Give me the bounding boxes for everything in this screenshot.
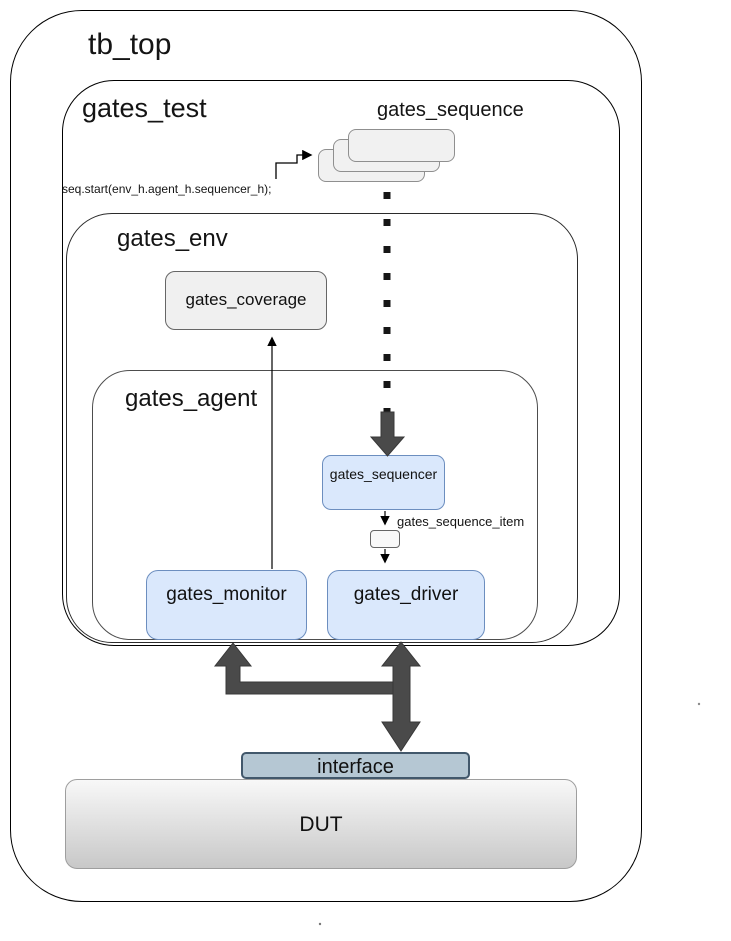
sequence-card-front (348, 129, 455, 162)
tb-top-label: tb_top (88, 28, 172, 61)
gates-coverage-label: gates_coverage (185, 290, 307, 309)
interface-label: interface (317, 756, 394, 778)
gates-driver-box: gates_driver (327, 570, 485, 640)
gates-sequencer-box: gates_sequencer (322, 455, 445, 510)
stray-dot-right (697, 702, 701, 706)
dut-label: DUT (299, 813, 343, 836)
gates-env-label: gates_env (117, 225, 228, 252)
sequence-item-box (370, 530, 400, 548)
container-gates-agent (92, 370, 538, 640)
gates-agent-label: gates_agent (125, 385, 258, 412)
gates-test-label: gates_test (82, 93, 207, 123)
gates-sequence-label: gates_sequence (377, 99, 524, 121)
gates-coverage-box: gates_coverage (165, 271, 327, 330)
container-tb-top (10, 10, 642, 902)
gates-monitor-box: gates_monitor (146, 570, 307, 640)
seq-start-call-text: seq.start(env_h.agent_h.sequencer_h); (62, 182, 272, 196)
interface-box: interface (241, 752, 470, 779)
gates-monitor-label: gates_monitor (166, 584, 287, 605)
stray-dot-bottom (318, 922, 322, 926)
dut-box: DUT (65, 779, 577, 869)
gates-driver-label: gates_driver (353, 584, 459, 605)
gates-sequence-item-text: gates_sequence_item (397, 514, 525, 529)
gates-sequencer-label: gates_sequencer (329, 466, 438, 482)
